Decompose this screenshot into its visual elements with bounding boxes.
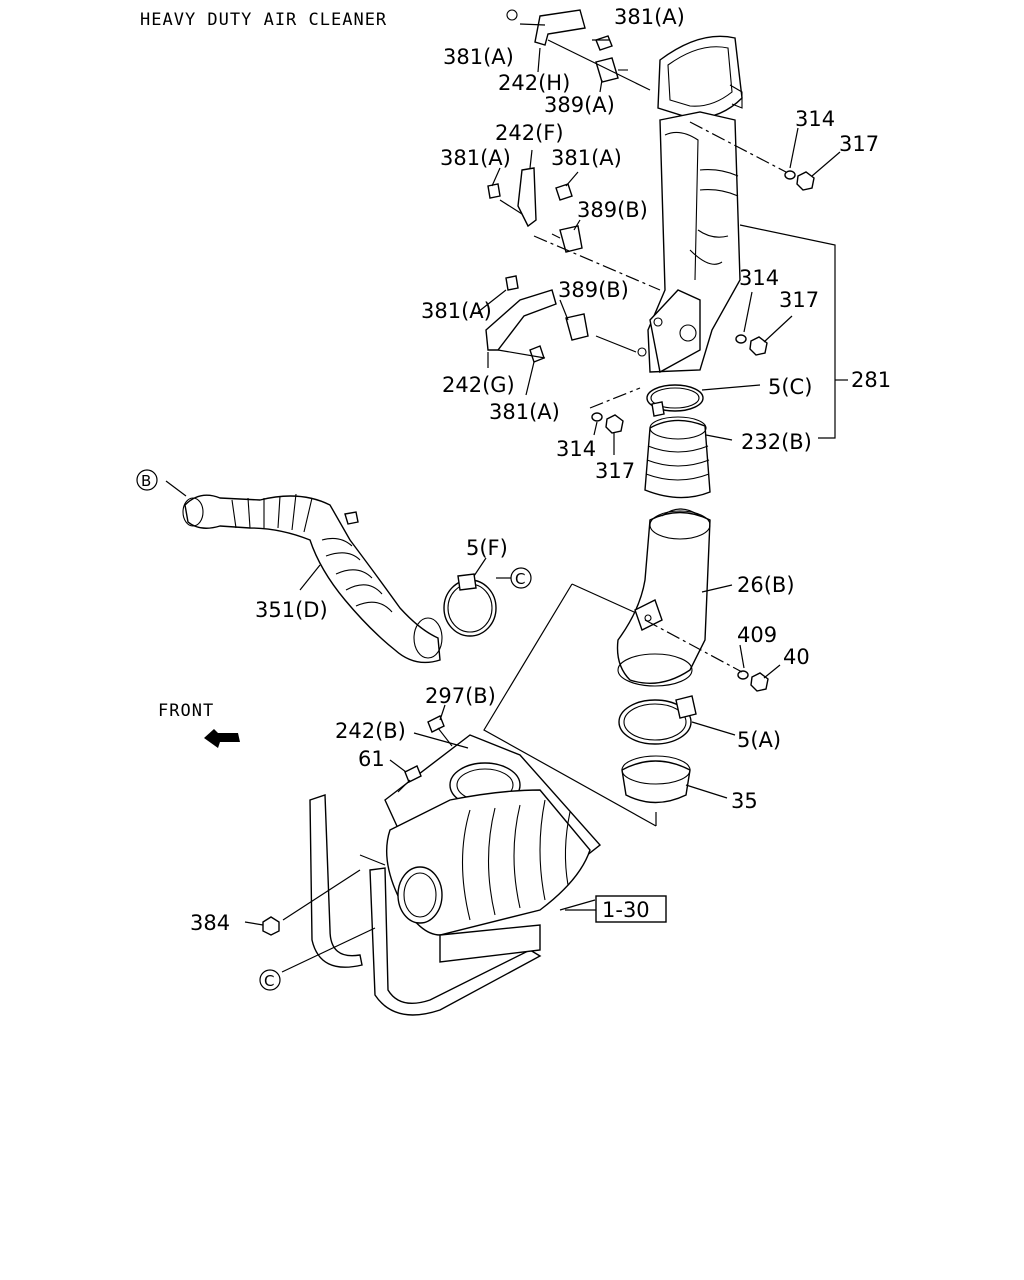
part-label: 381(A) xyxy=(551,146,622,170)
front-label: FRONT xyxy=(158,701,214,721)
part-label: 26(B) xyxy=(737,573,795,597)
part-label: 389(B) xyxy=(577,198,648,222)
bolts-and-nut xyxy=(262,715,453,936)
part-label: 389(A) xyxy=(544,93,615,117)
air-cleaner-assembly xyxy=(309,734,602,1016)
part-label: 409 xyxy=(737,623,777,647)
bracket-242f xyxy=(487,167,583,253)
part-labels: 381(A) 381(A) 242(H) 389(A) 242(F) 381(A… xyxy=(190,5,891,935)
washers-nuts xyxy=(591,170,815,692)
front-arrow-icon xyxy=(204,729,240,748)
part-label: 314 xyxy=(739,266,779,290)
part-label: 389(B) xyxy=(558,278,629,302)
callout-c-lower: C xyxy=(259,969,281,991)
part-label: 384 xyxy=(190,911,230,935)
callout-c-upper: C xyxy=(510,567,532,589)
part-label: 381(A) xyxy=(489,400,560,424)
part-label: 351(D) xyxy=(255,598,328,622)
duct-26b xyxy=(616,508,711,687)
svg-text:B: B xyxy=(141,472,151,490)
part-label: 317 xyxy=(779,288,819,312)
part-label: 242(B) xyxy=(335,719,406,743)
diagram-title: HEAVY DUTY AIR CLEANER xyxy=(140,10,387,30)
clamp-5a xyxy=(618,695,697,745)
part-label: 317 xyxy=(595,459,635,483)
hose-351d xyxy=(182,493,443,664)
boot-232b xyxy=(644,416,711,499)
part-label: 5(F) xyxy=(466,536,508,560)
bracket-242g xyxy=(485,275,589,363)
part-label: 5(C) xyxy=(768,375,812,399)
part-label: 381(A) xyxy=(421,299,492,323)
part-label: 242(H) xyxy=(498,71,570,95)
front-arrow: FRONT xyxy=(158,701,240,748)
part-label: 61 xyxy=(358,747,385,771)
reference-box-label: 1-30 xyxy=(602,898,650,922)
part-label: 281 xyxy=(851,368,891,392)
part-label: 314 xyxy=(795,107,835,131)
callout-b: B xyxy=(136,469,158,491)
part-label: 381(A) xyxy=(440,146,511,170)
part-label: 5(A) xyxy=(737,728,781,752)
leader-lines xyxy=(165,23,848,973)
part-label: 232(B) xyxy=(741,430,812,454)
part-label: 242(G) xyxy=(442,373,515,397)
ring-35 xyxy=(621,755,691,804)
part-label: 314 xyxy=(556,437,596,461)
reference-box: 1-30 xyxy=(595,895,667,923)
part-label: 381(A) xyxy=(443,45,514,69)
part-label: 317 xyxy=(839,132,879,156)
svg-text:C: C xyxy=(264,972,274,990)
part-label: 381(A) xyxy=(614,5,685,29)
part-label: 242(F) xyxy=(495,121,564,145)
clamp-5f xyxy=(443,573,497,637)
bracket-242h xyxy=(506,9,628,83)
clamp-5c xyxy=(646,384,704,417)
part-label: 35 xyxy=(731,789,758,813)
svg-text:C: C xyxy=(515,570,525,588)
part-label: 297(B) xyxy=(425,684,496,708)
part-label: 40 xyxy=(783,645,810,669)
upper-intake-duct xyxy=(637,35,743,374)
